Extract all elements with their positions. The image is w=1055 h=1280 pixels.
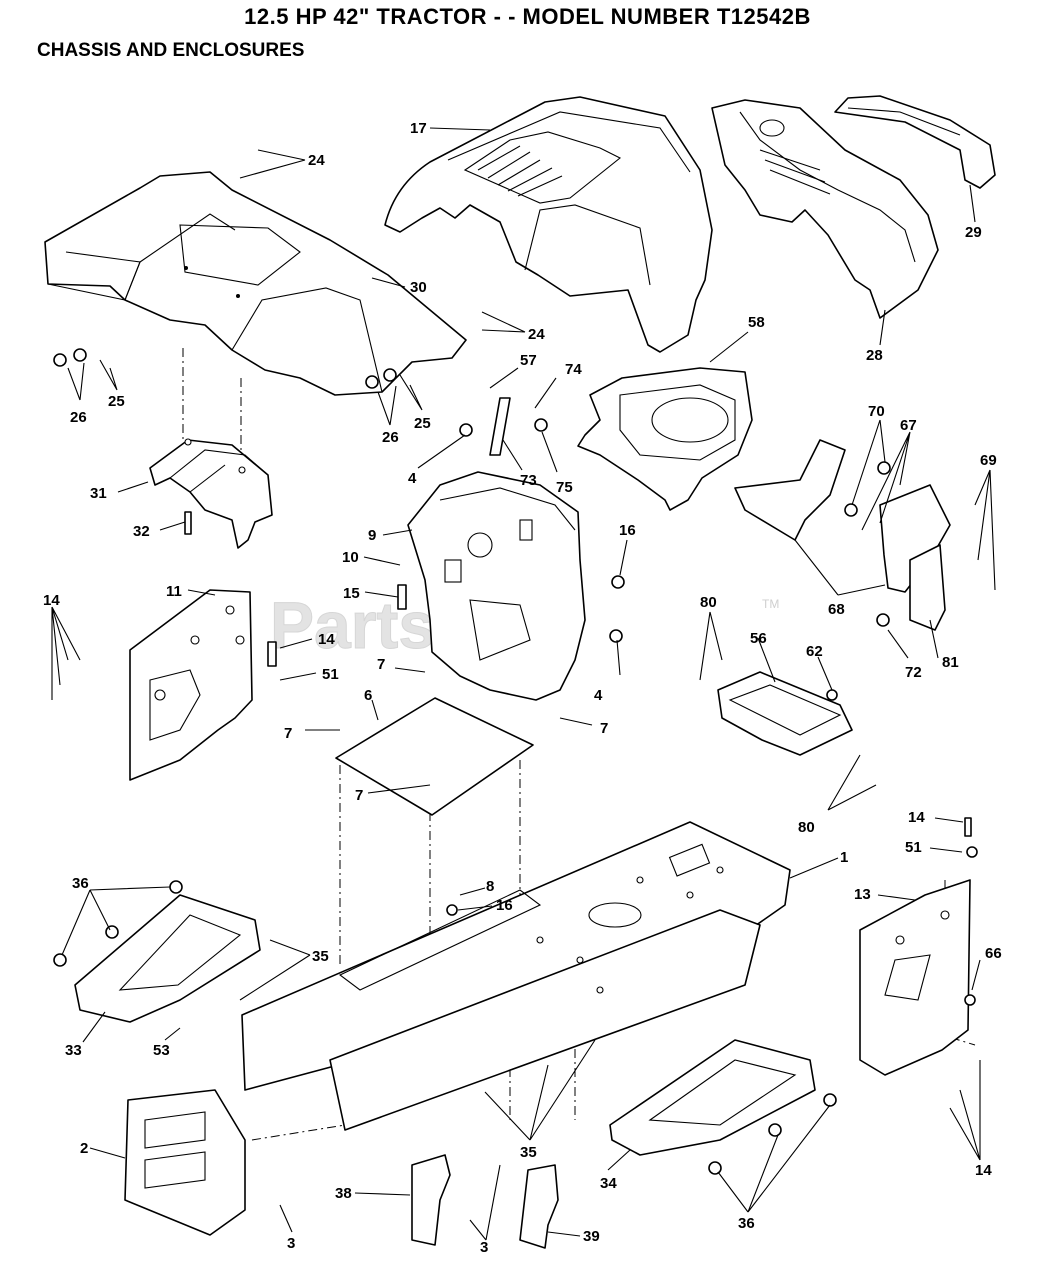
callout-label: 11 <box>166 583 182 600</box>
link-arm[interactable] <box>489 397 511 456</box>
callout-label: 16 <box>619 522 636 539</box>
callout-label: 74 <box>565 361 582 378</box>
right-side-panel[interactable] <box>859 879 971 1076</box>
callout-label: 57 <box>520 352 537 369</box>
callout-label: 29 <box>965 224 982 241</box>
callout-label: 7 <box>600 720 608 737</box>
callout-label: 51 <box>905 839 922 856</box>
callout-label: 7 <box>284 725 292 742</box>
left-side-panel[interactable] <box>129 589 253 781</box>
callout-label: 14 <box>43 592 60 609</box>
callout-label: 26 <box>70 409 87 426</box>
floor-plate[interactable] <box>335 697 534 816</box>
callout-label: 36 <box>72 875 89 892</box>
callout-label: 56 <box>750 630 767 647</box>
heat-shield[interactable] <box>577 367 753 511</box>
callout-label: 67 <box>900 417 917 434</box>
callout-label: 7 <box>377 656 385 673</box>
callout-label: 10 <box>342 549 359 566</box>
callout-label: 31 <box>90 485 107 502</box>
callout-label: 16 <box>496 897 513 914</box>
callout-label: 38 <box>335 1185 352 1202</box>
steering-brackets[interactable] <box>734 439 951 631</box>
callout-label: 35 <box>520 1144 537 1161</box>
callout-label: 15 <box>343 585 360 602</box>
callout-label: 4 <box>408 470 417 487</box>
rear-hitch-plate[interactable] <box>124 1089 246 1236</box>
callout-label: 66 <box>985 945 1002 962</box>
callout-label: 4 <box>594 687 603 704</box>
callout-label: 62 <box>806 643 823 660</box>
dash-tower[interactable] <box>407 471 586 701</box>
seat-bracket[interactable] <box>149 438 273 549</box>
callout-label: 3 <box>480 1239 488 1256</box>
callout-label: 14 <box>318 631 335 648</box>
bracket-39[interactable] <box>519 1164 559 1249</box>
callout-label: 25 <box>414 415 431 432</box>
callout-label: 69 <box>980 452 997 469</box>
callout-label: 36 <box>738 1215 755 1232</box>
callout-label: 30 <box>410 279 427 296</box>
steering-cover[interactable] <box>834 95 996 189</box>
hood[interactable] <box>384 96 713 353</box>
hardware-fasteners <box>53 348 978 1175</box>
callout-label: 3 <box>287 1235 295 1252</box>
section-subtitle: CHASSIS AND ENCLOSURES <box>37 40 305 61</box>
rear-fender[interactable] <box>44 171 467 396</box>
mount-bracket[interactable] <box>717 671 853 756</box>
callout-label: 70 <box>868 403 885 420</box>
callout-label: 81 <box>942 654 959 671</box>
callout-label: 39 <box>583 1228 600 1245</box>
watermark-trademark: TM <box>762 597 779 611</box>
callout-label: 58 <box>748 314 765 331</box>
callout-label: 17 <box>410 120 427 137</box>
callout-label: 6 <box>364 687 372 704</box>
callout-label: 32 <box>133 523 150 540</box>
callout-label: 72 <box>905 664 922 681</box>
main-frame[interactable] <box>241 821 791 1131</box>
callout-label: 68 <box>828 601 845 618</box>
callout-label: 33 <box>65 1042 82 1059</box>
callout-label: 34 <box>600 1175 617 1192</box>
callout-label: 9 <box>368 527 376 544</box>
callout-leaders <box>51 127 996 1241</box>
right-footrest[interactable] <box>609 1039 816 1156</box>
callout-label: 80 <box>700 594 717 611</box>
bracket-38[interactable] <box>411 1154 451 1246</box>
callout-label: 35 <box>312 948 329 965</box>
callout-label: 28 <box>866 347 883 364</box>
callout-label: 24 <box>308 152 325 169</box>
callout-label: 2 <box>80 1140 88 1157</box>
left-footrest[interactable] <box>74 894 261 1023</box>
dash-panel[interactable] <box>711 99 939 319</box>
callout-label: 8 <box>486 878 494 895</box>
page-title: 12.5 HP 42" TRACTOR - - MODEL NUMBER T12… <box>244 4 811 29</box>
callout-label: 53 <box>153 1042 170 1059</box>
callout-label: 1 <box>840 849 848 866</box>
callout-label: 14 <box>908 809 925 826</box>
callout-label: 80 <box>798 819 815 836</box>
callout-label: 73 <box>520 472 537 489</box>
callout-label: 7 <box>355 787 363 804</box>
callout-label: 75 <box>556 479 573 496</box>
callout-labels: 24 17 29 30 24 28 58 57 74 26 25 26 25 4… <box>43 120 1002 1256</box>
callout-label: 24 <box>528 326 545 343</box>
callout-label: 14 <box>975 1162 992 1179</box>
callout-label: 51 <box>322 666 339 683</box>
callout-label: 25 <box>108 393 125 410</box>
callout-label: 26 <box>382 429 399 446</box>
callout-label: 13 <box>854 886 871 903</box>
